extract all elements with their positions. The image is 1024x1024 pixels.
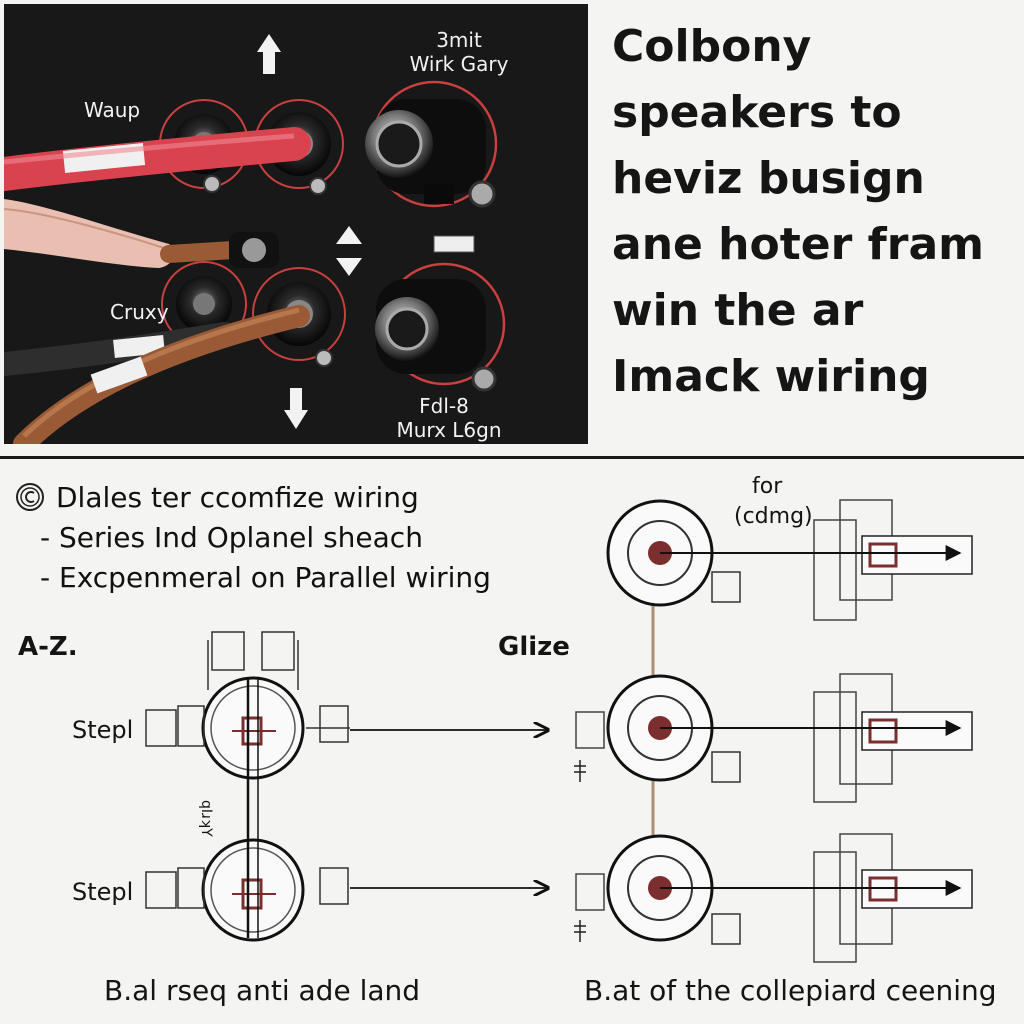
left-diagram-title: A-Z.	[18, 632, 78, 662]
wiring-notes: Dlales ter ccomfize wiring - Series Ind …	[14, 478, 491, 598]
parallel-speaker-3	[574, 833, 973, 963]
series-link-wire	[246, 678, 259, 938]
right-label-line1: for	[752, 474, 783, 499]
parallel-speaker-1	[606, 499, 973, 621]
headline-line: heviz busign	[612, 153, 925, 204]
left-step-label-bottom: Stepl	[72, 878, 134, 906]
series-vertical-label: qIɹʞY	[198, 800, 214, 837]
binding-post-bottom-right	[375, 262, 506, 392]
series-speaker-bottom	[145, 838, 349, 942]
right-label-line2: (cdmg)	[734, 504, 813, 529]
brown-speaker-wire	[13, 305, 310, 444]
notes-line-3: - Excpenmeral on Parallel wiring	[40, 561, 491, 594]
binding-post-top-right	[365, 80, 498, 208]
photo-label-bottom-line2: Murx L6gn	[396, 418, 502, 442]
photo-label-left-mid: Cruxy	[110, 300, 169, 324]
headline-line: ane hoter fram	[612, 219, 985, 270]
headline: Colbony speakers to heviz busign ane hot…	[612, 14, 1016, 410]
headline-line: Colbony	[612, 21, 812, 72]
headline-line: speakers to	[612, 87, 902, 138]
notes-line-1: Dlales ter ccomfize wiring	[14, 478, 491, 518]
section-divider	[0, 456, 1024, 459]
headline-line: win the ar	[612, 285, 864, 336]
notes-heading: Dlales ter ccomfize wiring	[56, 481, 419, 514]
left-diagram-caption: B.al rseq anti ade land	[104, 974, 421, 1007]
photo-label-left-top: Waup	[84, 98, 141, 122]
notes-line-2: - Series Ind Oplanel sheach	[40, 521, 423, 554]
arrow-up-icon	[257, 34, 281, 74]
photo-label-top-line2: Wirk Gary	[409, 52, 509, 76]
headline-line: Imack wiring	[612, 351, 930, 402]
wiring-photo: 3mit Wirk Gary Waup Cruxy Fdl-8 Murx L6g…	[4, 4, 588, 444]
wiring-diagram	[145, 499, 973, 963]
copyright-icon	[16, 483, 44, 511]
speaker-terminal-panel	[4, 4, 588, 444]
center-label: Glize	[498, 632, 570, 662]
right-diagram-caption: B.at of the collepiard ceening	[584, 974, 997, 1007]
arrow-down-icon	[284, 388, 308, 429]
parallel-speaker-2	[574, 673, 973, 803]
hand	[4, 199, 175, 268]
connector-tab	[433, 235, 475, 253]
red-speaker-wire	[4, 127, 311, 191]
photo-label-top-line1: 3mit	[436, 28, 482, 52]
left-step-label-top: Stepl	[72, 716, 134, 744]
photo-label-bottom-line1: Fdl-8	[419, 394, 469, 418]
arrow-updown-icon	[336, 226, 362, 276]
brown-wire-mid	[160, 232, 279, 268]
series-speaker-top	[145, 631, 350, 780]
